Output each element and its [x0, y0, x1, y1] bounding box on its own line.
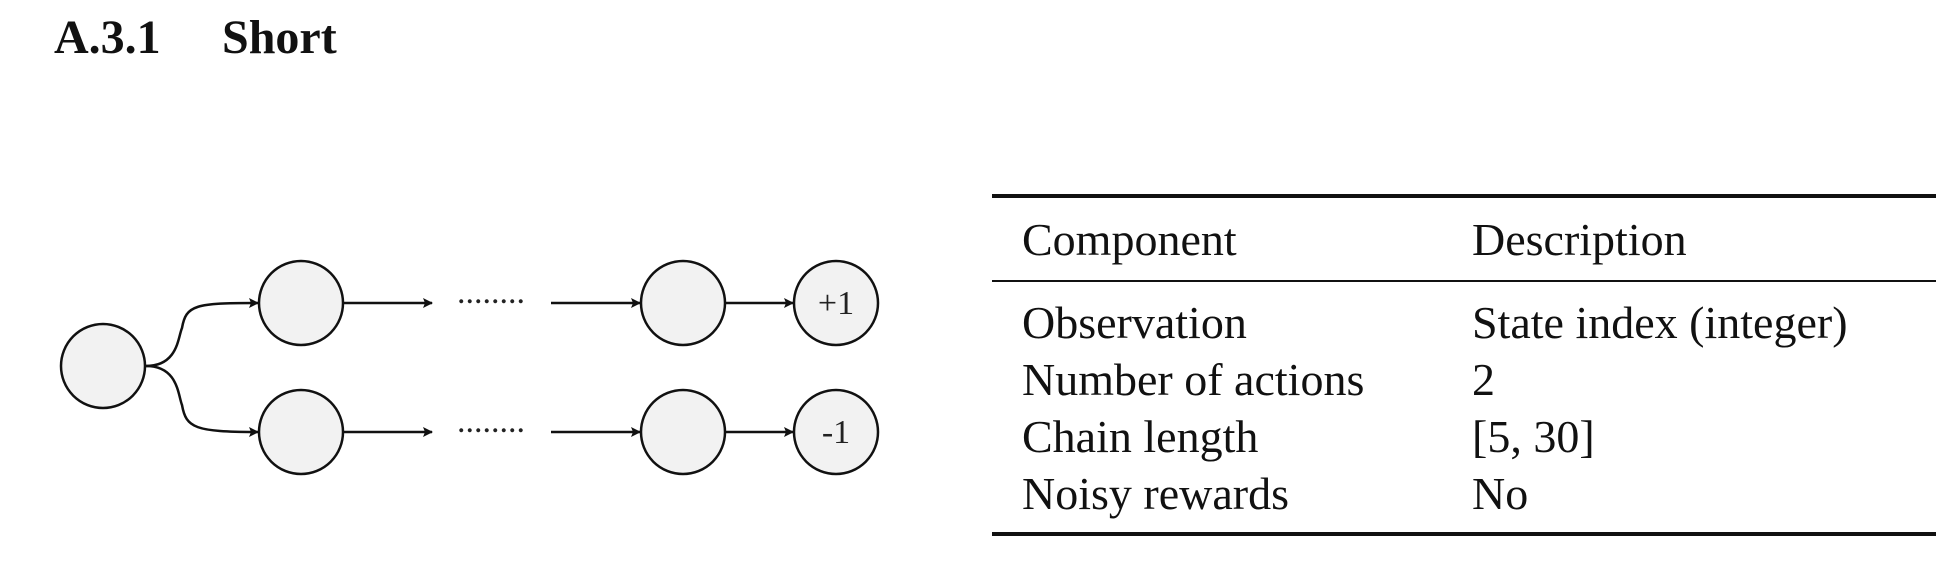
environment-parameters-table: Component Description Observation State … — [992, 194, 1936, 536]
table-row: Chain length [5, 30] — [992, 408, 1936, 465]
ellipsis-top: ........ — [457, 274, 525, 311]
reward-positive-label: +1 — [818, 285, 854, 322]
bottom-chain-node-last — [639, 388, 727, 476]
top-chain-node-1 — [257, 259, 345, 347]
header-component: Component — [1022, 214, 1237, 265]
ellipsis-bottom: ........ — [457, 403, 525, 440]
row-description: [5, 30] — [1472, 411, 1595, 462]
top-terminal-node — [792, 259, 880, 347]
section-heading: A.3.1 Short — [54, 8, 337, 68]
table-row: Number of actions 2 — [992, 351, 1936, 408]
section-number: A.3.1 — [54, 11, 161, 64]
start-node — [59, 322, 147, 410]
section-title: Short — [222, 11, 337, 64]
branch-edge-top — [145, 298, 259, 368]
header-description: Description — [1472, 214, 1687, 265]
row-component: Chain length — [1022, 411, 1259, 462]
row-component: Noisy rewards — [1022, 468, 1289, 519]
chain-diagram: ........ ........ +1 -1 — [59, 259, 880, 476]
bottom-chain-node-1 — [257, 388, 345, 476]
row-description: 2 — [1472, 354, 1495, 405]
row-description: No — [1472, 468, 1529, 519]
table-row: Noisy rewards No — [992, 465, 1936, 534]
bottom-terminal-node — [792, 388, 880, 476]
row-component: Number of actions — [1022, 354, 1365, 405]
table-header-row: Component Description — [992, 196, 1936, 281]
top-chain-node-last — [639, 259, 727, 347]
reward-negative-label: -1 — [822, 414, 850, 451]
table-row: Observation State index (integer) — [992, 281, 1936, 351]
branch-edge-bottom — [145, 364, 259, 437]
row-description: State index (integer) — [1472, 297, 1848, 348]
row-component: Observation — [1022, 297, 1247, 348]
